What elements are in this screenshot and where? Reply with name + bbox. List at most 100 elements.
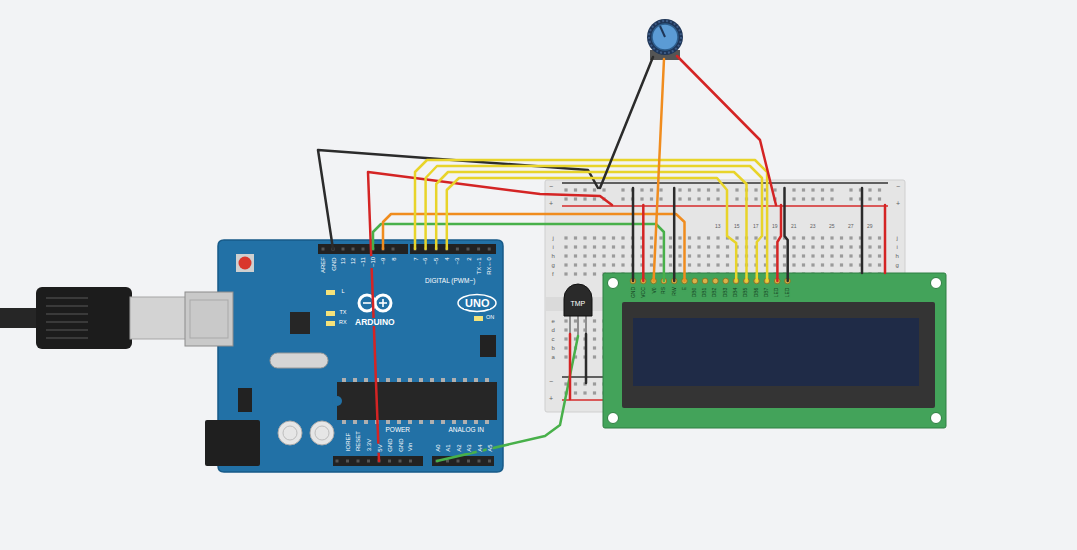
- breadboard-hole: [621, 254, 624, 257]
- lcd-pin: [713, 278, 719, 284]
- lcd-pin-label: RS: [661, 286, 666, 295]
- lcd-pin-label: DB1: [702, 286, 707, 298]
- pin-label: 8: [390, 256, 396, 261]
- breadboard-hole: [697, 197, 700, 200]
- lcd-pin-label: V0: [651, 286, 656, 294]
- column-number: 19: [771, 224, 779, 229]
- pin-label: RX←0: [486, 256, 492, 276]
- mounting-hole: [608, 278, 619, 289]
- breadboard-hole: [792, 236, 795, 239]
- breadboard-hole: [821, 254, 824, 257]
- breadboard-hole: [574, 263, 577, 266]
- breadboard-hole: [659, 263, 662, 266]
- breadboard-hole: [773, 245, 776, 248]
- plug-ridge: [46, 313, 88, 315]
- usb-plug: [36, 287, 132, 349]
- capacitor-top: [283, 426, 297, 440]
- breadboard-hole: [878, 236, 881, 239]
- breadboard-hole: [593, 319, 596, 322]
- header-pin: [409, 460, 412, 463]
- breadboard-hole: [669, 254, 672, 257]
- breadboard-hole: [583, 197, 586, 200]
- breadboard-hole: [650, 197, 653, 200]
- breadboard-hole: [726, 263, 729, 266]
- breadboard-hole: [602, 236, 605, 239]
- breadboard-hole: [868, 236, 871, 239]
- header-pin: [342, 248, 345, 251]
- lcd-pin-label: DB4: [733, 286, 738, 298]
- breadboard-hole: [650, 263, 653, 266]
- lcd-board: [603, 273, 946, 428]
- breadboard-hole: [802, 188, 805, 191]
- pin-label: A1: [445, 443, 451, 452]
- column-number: 23: [809, 224, 817, 229]
- sensor-leg: [577, 314, 579, 335]
- lcd-pin-label: RW: [672, 286, 677, 296]
- column-number: 27: [847, 224, 855, 229]
- breadboard-hole: [583, 254, 586, 257]
- sensor-label: TMP: [570, 300, 587, 307]
- breadboard-hole: [602, 245, 605, 248]
- breadboard-hole: [830, 254, 833, 257]
- breadboard-hole: [735, 188, 738, 191]
- breadboard-hole: [773, 236, 776, 239]
- chip-pin: [463, 420, 467, 424]
- breadboard-hole: [593, 337, 596, 340]
- breadboard-hole: [840, 263, 843, 266]
- mounting-hole: [931, 278, 942, 289]
- breadboard-hole: [593, 263, 596, 266]
- breadboard-hole: [773, 254, 776, 257]
- jumper-wire: [436, 172, 746, 281]
- pin-label: GND: [387, 437, 393, 452]
- breadboard-hole: [574, 245, 577, 248]
- header-pin: [488, 460, 491, 463]
- breadboard-hole: [688, 263, 691, 266]
- power-led: [474, 316, 483, 321]
- lcd-pin-label: DB5: [744, 286, 749, 298]
- jumper-wire: [383, 214, 685, 281]
- breadboard-hole: [678, 263, 681, 266]
- breadboard-hole: [593, 272, 596, 275]
- row-letter: c: [551, 336, 556, 342]
- breadboard-hole: [707, 197, 710, 200]
- capacitor: [310, 421, 334, 445]
- lcd-pin-label: DB6: [754, 286, 759, 298]
- pin-label: ~11: [360, 256, 366, 268]
- breadboard-hole: [792, 245, 795, 248]
- breadboard-hole: [707, 254, 710, 257]
- row-letter: j: [552, 235, 555, 241]
- breadboard-hole: [783, 263, 786, 266]
- breadboard-hole: [811, 236, 814, 239]
- breadboard-hole: [612, 245, 615, 248]
- plug-ridge: [46, 297, 88, 299]
- pot-indicator: [660, 26, 665, 37]
- pin-label: 2: [465, 256, 471, 261]
- jumper-wire: [777, 205, 781, 281]
- header-pin: [322, 248, 325, 251]
- breadboard-hole: [716, 263, 719, 266]
- chip-pin: [485, 378, 489, 382]
- pin-header: [410, 244, 496, 254]
- chip-pin: [397, 420, 401, 424]
- header-pin: [457, 460, 460, 463]
- breadboard-hole: [830, 263, 833, 266]
- plug-ridge: [46, 305, 88, 307]
- breadboard-hole: [868, 197, 871, 200]
- breadboard-hole: [707, 263, 710, 266]
- breadboard-hole: [564, 236, 567, 239]
- breadboard-hole: [583, 391, 586, 394]
- jumper-wire: [785, 188, 788, 281]
- pin-label: A0: [434, 443, 440, 452]
- breadboard-hole: [830, 197, 833, 200]
- breadboard-hole: [697, 263, 700, 266]
- breadboard-hole: [811, 245, 814, 248]
- breadboard-hole: [564, 197, 567, 200]
- breadboard-hole: [621, 188, 624, 191]
- lcd-screen: [633, 318, 919, 386]
- pin-label: RESET: [355, 430, 361, 452]
- breadboard-hole: [821, 263, 824, 266]
- breadboard-hole: [583, 272, 586, 275]
- breadboard-hole: [564, 263, 567, 266]
